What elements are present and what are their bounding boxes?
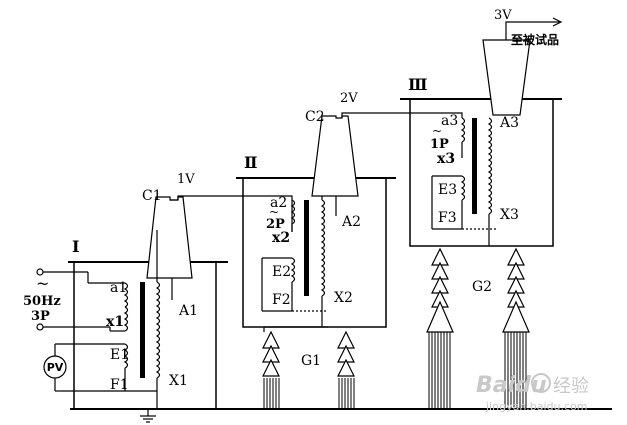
watermark-url: jingyan.baidu.com [485,400,588,413]
stage-2-tilde: ~ [269,205,279,219]
stage-3-tilde: ~ [432,124,442,138]
stage-3-a-label: a3 [441,113,458,129]
stage-2-x-label: x2 [272,230,290,246]
stage-2-core [304,200,309,296]
output-arrow-icon [552,17,563,27]
stage-1-a-label: a1 [110,280,127,296]
stage-2: Ⅱ a2 ~ 2P x2 E2 F2 A2 X2 C2 2V [236,91,396,328]
stage-3-e-label: E3 [438,182,457,198]
stage-3-output-label: 3V [494,8,512,23]
stage-3-hv-top-label: A3 [499,115,519,131]
stage-2-p-label: 2P [266,217,285,232]
power-source: ~ 50Hz 3P [23,268,111,331]
stage-3-core [472,118,477,214]
stage-3-output-lead [505,21,560,40]
stage-1: I a1 x1 E1 F1 A1 X1 C1 1V [55,172,228,423]
stage-2-bushing [311,115,359,197]
stage-2-f-label: F2 [272,292,291,308]
stage-3-x-label: x3 [437,151,455,167]
voltmeter-label: PV [47,361,64,374]
voltmeter: PV [43,344,67,392]
stage-1-hv-bot-label: X1 [169,373,188,389]
support-g1-label: G1 [301,353,321,369]
link-stage-1-2 [177,195,293,232]
stage-2-hv-top-label: A2 [341,214,361,230]
source-frequency: 50Hz [23,294,61,309]
stage-2-e-label: E2 [272,264,291,280]
stage-1-bushing [146,196,193,279]
stage-1-core [140,282,145,378]
stage-1-hv-top-label: A1 [178,303,198,319]
stage-1-f-label: F1 [110,377,129,393]
paw-icon [531,373,551,393]
stage-3-hv-bot-label: X3 [500,207,519,223]
support-g2: G2 [426,248,530,408]
voltmeter-circle [43,355,67,379]
source-terminal-bottom [36,323,44,331]
source-phase: 3P [31,309,50,324]
stage-3-roman: Ⅲ [408,75,427,94]
stage-3-bushing [482,39,531,116]
stage-2-output-label: 2V [340,91,358,106]
stage-1-bushing-label: C1 [142,188,162,204]
stage-3-tank [409,98,554,247]
stage-2-roman: Ⅱ [244,153,257,172]
stage-3-f-label: F3 [438,210,457,226]
stage-1-e-label: E1 [110,347,129,363]
stage-2-tank [242,177,387,328]
stage-1-x-label: x1 [106,314,124,330]
stage-1-tank [73,261,217,410]
source-ac-symbol: ~ [36,274,49,293]
support-g1: G1 [262,327,355,408]
output-destination-label: 至被试品 [511,32,559,47]
watermark-suffix: 经验 [553,376,589,397]
support-g2-label: G2 [472,279,492,295]
stage-1-roman: I [72,237,79,256]
stage-1-output-label: 1V [177,172,195,187]
link-stage-2-3 [341,112,463,118]
stage-2-a-label: a2 [270,195,287,211]
stage-3: Ⅲ a3 ~ 1P x3 E3 F3 A3 X3 3V 至被试品 [400,8,563,247]
watermark: Baidu 经验 jingyan.baidu.com [476,373,589,413]
stage-2-bushing-label: C2 [305,109,325,125]
stage-3-p-label: 1P [430,137,449,152]
stage-2-hv-bot-label: X2 [334,290,353,306]
